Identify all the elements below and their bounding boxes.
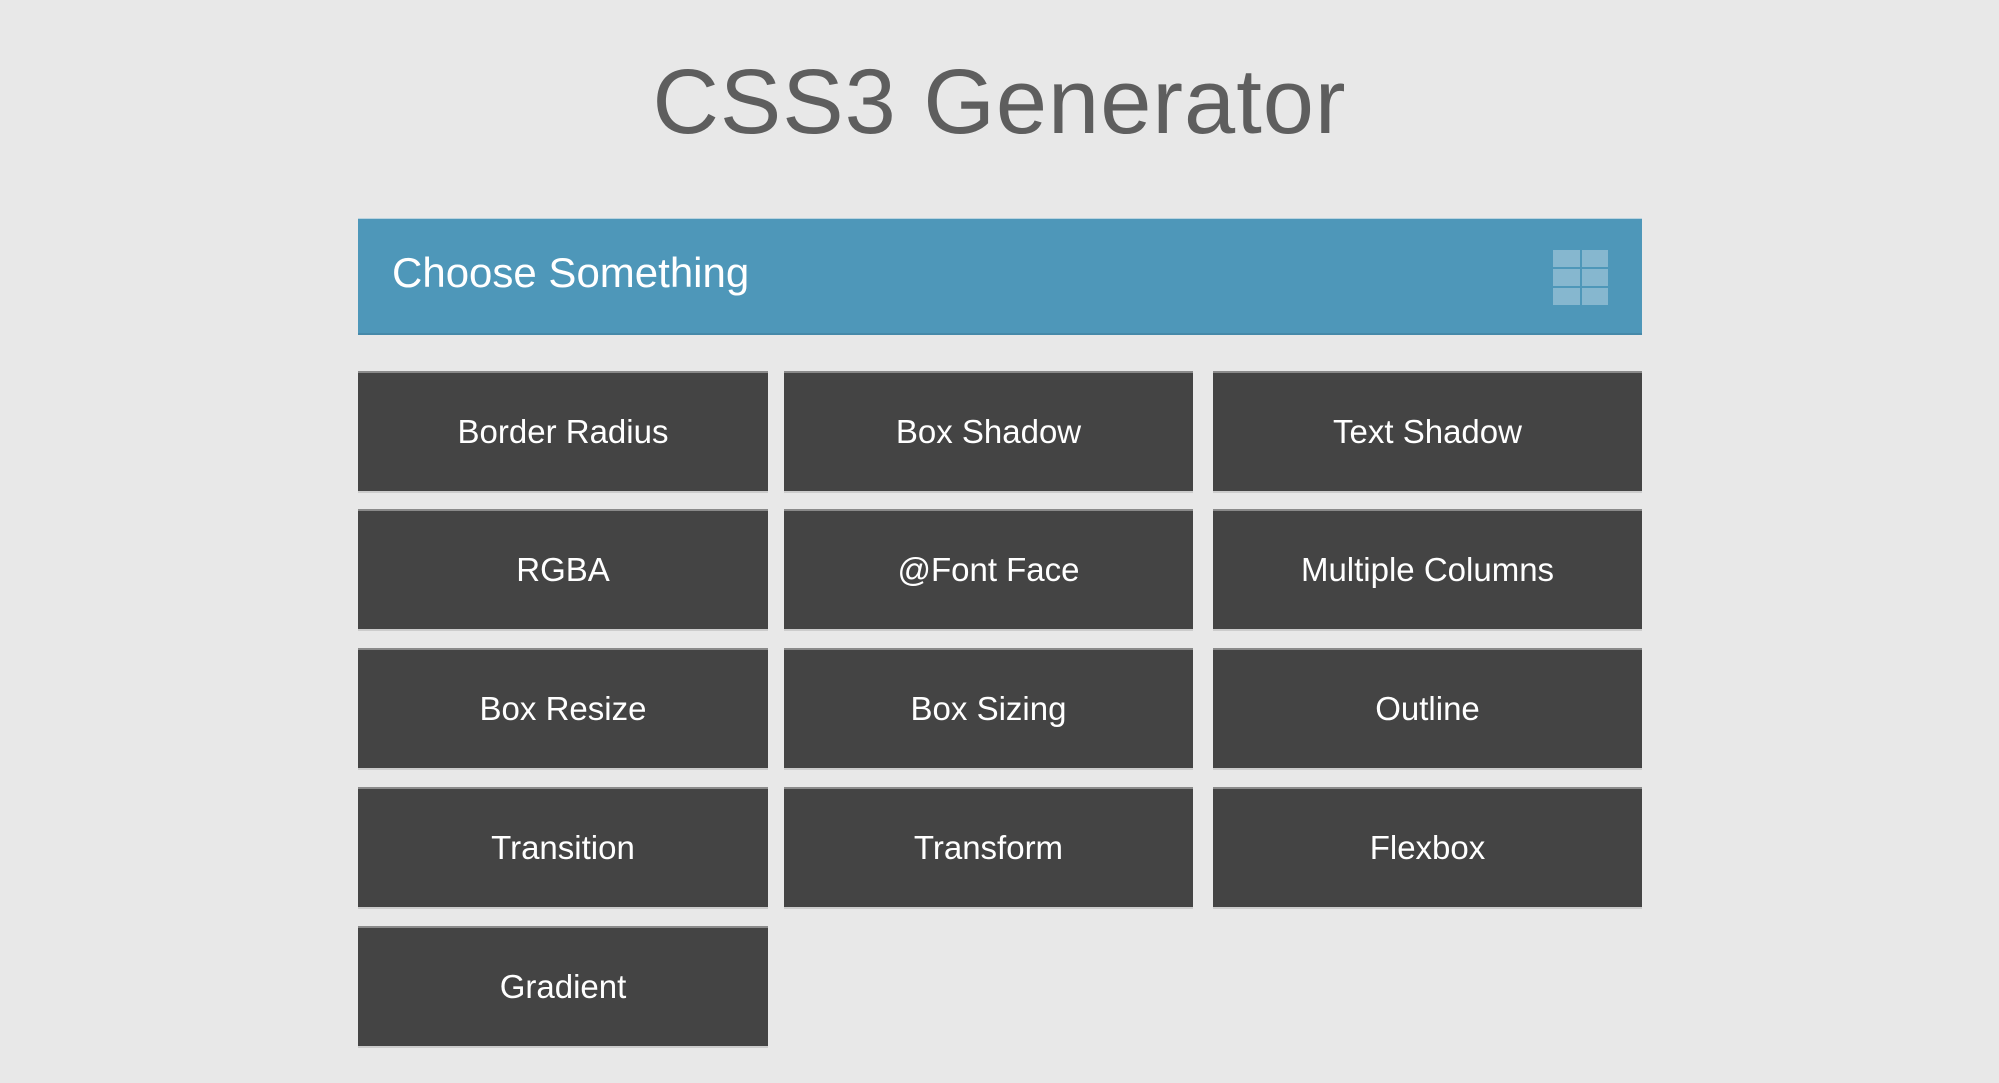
- page-title: CSS3 Generator: [652, 51, 1347, 153]
- flexbox-button[interactable]: Flexbox: [1213, 787, 1642, 907]
- box-shadow-button[interactable]: Box Shadow: [784, 371, 1193, 491]
- font-face-button[interactable]: @Font Face: [784, 509, 1193, 629]
- choose-something-bar[interactable]: Choose Something: [358, 218, 1642, 335]
- box-sizing-button[interactable]: Box Sizing: [784, 648, 1193, 768]
- rgba-button[interactable]: RGBA: [358, 509, 768, 629]
- border-radius-button[interactable]: Border Radius: [358, 371, 768, 491]
- multiple-columns-button[interactable]: Multiple Columns: [1213, 509, 1642, 629]
- transform-button[interactable]: Transform: [784, 787, 1193, 907]
- gradient-button[interactable]: Gradient: [358, 926, 768, 1046]
- grid-icon[interactable]: [1553, 250, 1608, 305]
- outline-button[interactable]: Outline: [1213, 648, 1642, 768]
- transition-button[interactable]: Transition: [358, 787, 768, 907]
- choose-something-label: Choose Something: [392, 249, 750, 296]
- box-resize-button[interactable]: Box Resize: [358, 648, 768, 768]
- text-shadow-button[interactable]: Text Shadow: [1213, 371, 1642, 491]
